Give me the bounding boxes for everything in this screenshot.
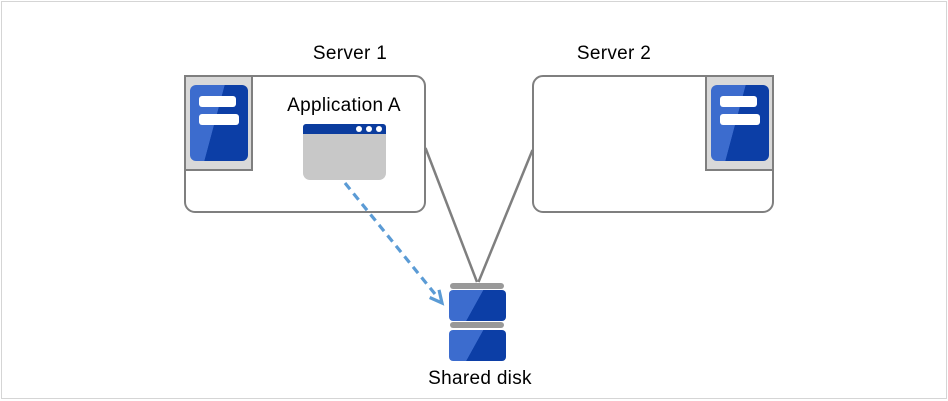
disk-cap	[450, 283, 504, 289]
server-tower-slot	[720, 114, 760, 125]
server-tower-body	[190, 85, 248, 161]
server2-label: Server 2	[576, 43, 652, 64]
disk-platter	[449, 330, 506, 361]
disk-cap	[450, 322, 504, 328]
window-dot	[356, 126, 362, 132]
server-tower-icon	[184, 75, 253, 171]
dashed-arrow-head-icon	[429, 289, 445, 306]
server-tower-slot	[199, 96, 236, 107]
connector-line-server1-disk	[424, 147, 479, 283]
server-tower-slot	[199, 114, 239, 125]
server-tower-icon	[705, 75, 774, 171]
disk-stack-icon	[449, 283, 506, 361]
shared-disk-label: Shared disk	[428, 368, 532, 389]
disk-platter	[449, 290, 506, 321]
app-window-titlebar	[303, 124, 386, 134]
server-tower-slot	[720, 96, 757, 107]
connector-line-server2-disk	[477, 149, 534, 283]
window-dot	[366, 126, 372, 132]
server-tower-body	[711, 85, 769, 161]
application-label: Application A	[287, 95, 401, 116]
window-dot	[376, 126, 382, 132]
server1-label: Server 1	[312, 43, 388, 64]
app-window-icon	[303, 124, 386, 180]
